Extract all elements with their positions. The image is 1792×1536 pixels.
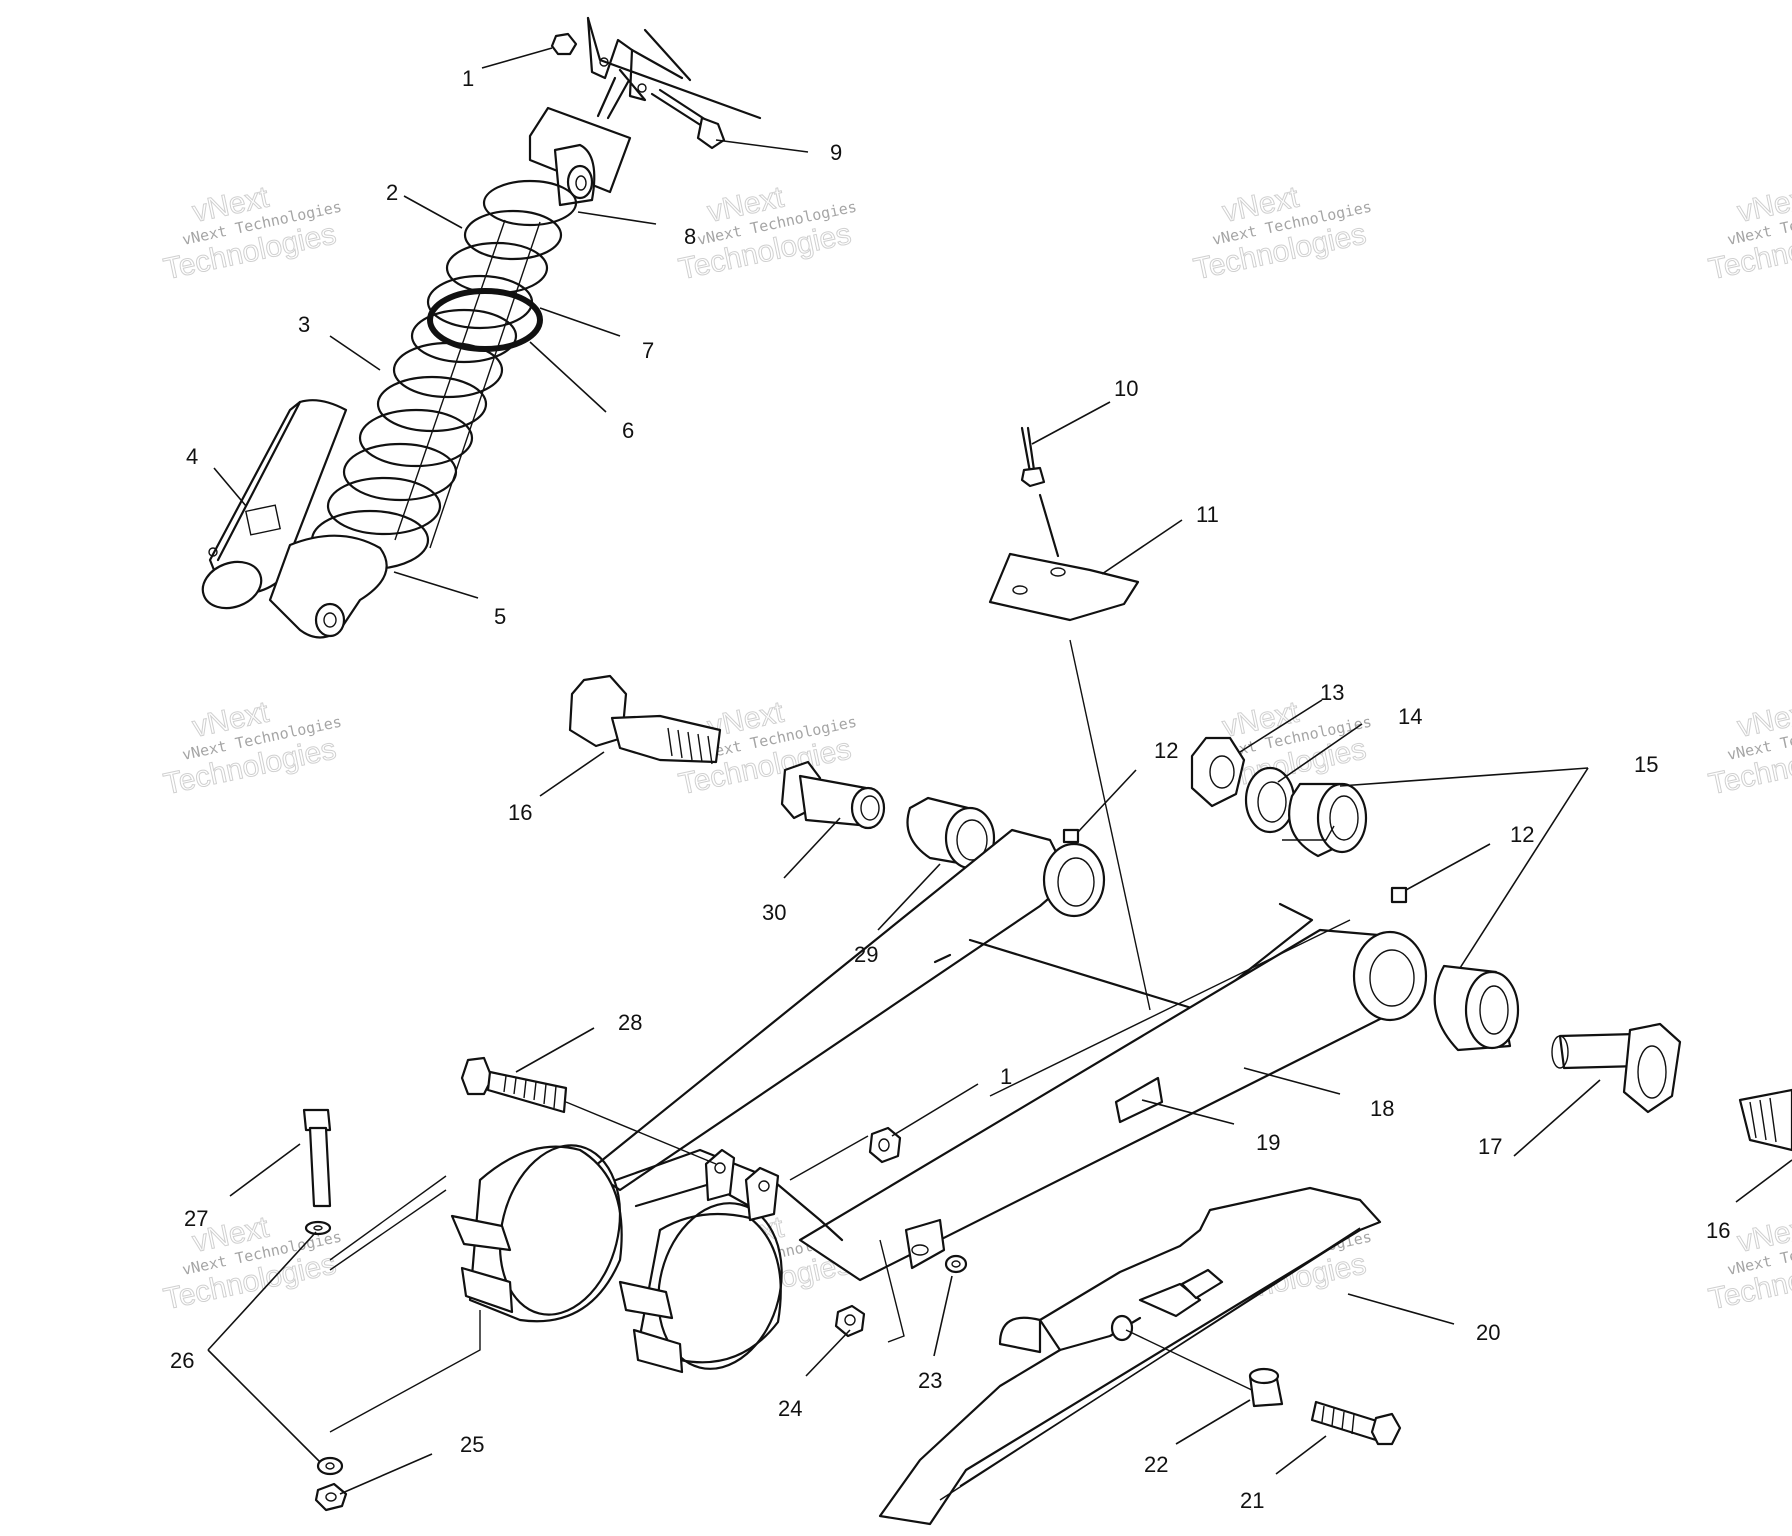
- bushing-29: [906, 796, 996, 870]
- watermark: vNext vNext Technologies Technologies: [1190, 180, 1373, 287]
- callout-15: 15: [1634, 752, 1658, 777]
- callout-23: 23: [918, 1368, 942, 1393]
- callout-9: 9: [830, 140, 842, 165]
- callout-22: 22: [1144, 1452, 1168, 1477]
- callout-12: 12: [1154, 738, 1178, 763]
- decal-plate: [988, 552, 1151, 1011]
- bushing-30: [780, 760, 886, 830]
- callout-13: 13: [1320, 680, 1344, 705]
- washer-14: [1244, 766, 1296, 834]
- callout-8: 8: [684, 224, 696, 249]
- washer-23: [944, 1254, 968, 1274]
- callout-17: 17: [1478, 1134, 1502, 1159]
- callout-30: 30: [762, 900, 786, 925]
- shock-absorber-assembly: [201, 16, 762, 639]
- bolt-28: [460, 1056, 717, 1165]
- bushing-15: [1288, 782, 1368, 858]
- callout-12b: 12: [1510, 822, 1534, 847]
- callout-2: 2: [386, 180, 398, 205]
- bolt-27: [302, 1108, 332, 1236]
- callout-16b: 16: [1706, 1218, 1730, 1243]
- callout-20: 20: [1476, 1320, 1500, 1345]
- callout-21: 21: [1240, 1488, 1264, 1513]
- callout-3: 3: [298, 312, 310, 337]
- pivot-bolt-edge: [1738, 1088, 1792, 1152]
- callout-29: 29: [854, 942, 878, 967]
- spring: [310, 179, 578, 571]
- grease-fitting: [1020, 426, 1060, 558]
- callout-11: 11: [1196, 502, 1219, 527]
- callout-28: 28: [618, 1010, 642, 1035]
- callout-24: 24: [778, 1396, 802, 1421]
- watermark: vNext vNext Technologies Technologies: [160, 180, 343, 287]
- pivot-bolt-left: [568, 674, 722, 765]
- callout-16: 16: [508, 800, 532, 825]
- watermark: vNext vNext Technologies Technologies: [675, 180, 858, 287]
- callout-19: 19: [1256, 1130, 1280, 1155]
- callout-25: 25: [460, 1432, 484, 1457]
- callout-1b: 1: [1000, 1064, 1012, 1089]
- pivot-bolt-right: [1551, 1022, 1682, 1114]
- callout-5: 5: [494, 604, 506, 629]
- watermark: vNext vNext Technologies Technologies: [1705, 180, 1792, 287]
- callout-labels: 1 9 2 8 3 7 6 4 5 10 11 13 14 12 15 16 3…: [170, 66, 1730, 1513]
- callout-6: 6: [622, 418, 634, 443]
- nut-13: [1190, 736, 1246, 808]
- watermark: vNext vNext Technologies Technologies: [160, 695, 343, 802]
- watermark: vNext vNext Technologies Technologies: [1705, 1210, 1792, 1317]
- spacer-22: [1248, 1367, 1284, 1408]
- callout-18: 18: [1370, 1096, 1394, 1121]
- callout-27: 27: [184, 1206, 208, 1231]
- leader-lines: [207, 47, 1792, 1495]
- nut-lower: [789, 1126, 902, 1181]
- watermark: vNext vNext Technologies Technologies: [1705, 695, 1792, 802]
- swing-arm: [588, 825, 1428, 1282]
- slide-rail: [878, 1186, 1382, 1526]
- bushing-15-lower: [1433, 964, 1520, 1052]
- callout-10: 10: [1114, 376, 1138, 401]
- reservoir: [201, 399, 348, 610]
- nut-24: [834, 1304, 866, 1338]
- callout-4: 4: [186, 444, 198, 469]
- axle-brackets: [329, 1144, 946, 1433]
- callout-26: 26: [170, 1348, 194, 1373]
- callout-1: 1: [462, 66, 474, 91]
- callout-14: 14: [1398, 704, 1422, 729]
- bolt-21: [1310, 1400, 1402, 1446]
- lower-eye: [268, 534, 388, 639]
- nut-25: [314, 1456, 348, 1512]
- callout-7: 7: [642, 338, 654, 363]
- watermark: vNext vNext Technologies Technologies: [160, 1210, 343, 1317]
